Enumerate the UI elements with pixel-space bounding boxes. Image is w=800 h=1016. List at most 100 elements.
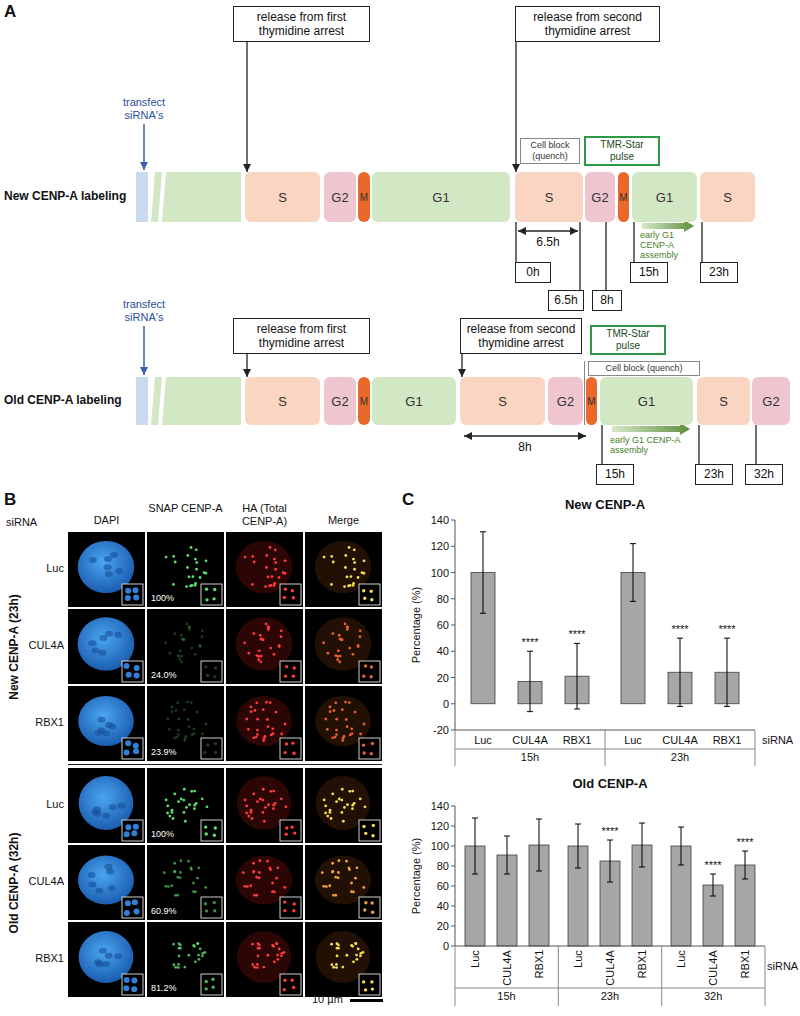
centromere-dot (246, 885, 249, 888)
chromatin-spot (115, 568, 123, 574)
centromere-dot (275, 877, 278, 880)
inset-stain (133, 743, 139, 749)
chromatin-spot (104, 564, 112, 570)
inset-dot (211, 978, 214, 981)
error-cap (527, 711, 533, 712)
inset-stain (124, 910, 130, 916)
inset-frame (201, 897, 222, 918)
centromere-dot (273, 584, 276, 587)
cell-cycle-phase: G2 (548, 377, 583, 425)
figure-label: New CENP-A labeling (4, 189, 126, 203)
centromere-dot (336, 947, 339, 950)
centromere-dot (335, 800, 338, 803)
centromere-dot (173, 792, 176, 795)
centromere-dot (190, 701, 193, 704)
figure-label: 100% (150, 829, 175, 840)
centromere-dot (276, 954, 279, 957)
figure-label: 60 (419, 879, 449, 893)
centromere-dot (178, 947, 181, 950)
figure-label: B (4, 490, 16, 510)
centromere-dot (355, 866, 358, 869)
centromere-dot (168, 815, 171, 818)
centromere-dot (257, 658, 260, 661)
centromere-dot (194, 653, 197, 656)
centromere-dot (359, 629, 362, 632)
inset-dot (205, 587, 208, 590)
centromere-dot (171, 809, 174, 812)
centromere-dot (334, 701, 337, 704)
timeline-g1 (162, 172, 241, 222)
figure-label: 40 (419, 644, 449, 658)
figure-label: 23.9% (150, 747, 178, 758)
inset-stain (132, 899, 138, 905)
centromere-dot (278, 576, 281, 579)
y-axis (455, 806, 456, 946)
centromere-dot (183, 811, 186, 814)
inset-dot (291, 741, 294, 744)
inset-dot (293, 666, 296, 669)
centromere-dot (343, 735, 346, 738)
centromere-dot (188, 576, 191, 579)
error-cap (742, 879, 748, 880)
chromatin-spot (95, 730, 103, 736)
inset-dot (371, 911, 374, 914)
figure-label: early G1 CENP-A assembly (610, 435, 694, 455)
error-cap (480, 531, 486, 532)
centromere-dot (334, 654, 337, 657)
figure-label: 15h (455, 751, 605, 764)
inset-stain (125, 595, 131, 601)
figure-label: **** (697, 859, 729, 872)
inset-frame (280, 661, 301, 682)
centromere-dot (269, 790, 272, 793)
inset-stain (133, 594, 139, 600)
node-text: G1 (432, 190, 449, 205)
node-text: M (619, 192, 627, 203)
centromere-dot (348, 790, 351, 793)
figure-label: **** (557, 628, 597, 641)
centromere-dot (251, 583, 254, 586)
centromere-dot (265, 554, 268, 557)
centromere-dot (179, 871, 182, 874)
centromere-dot (191, 584, 194, 587)
centromere-dot (344, 701, 347, 704)
figure-label: Luc (675, 950, 687, 968)
node-text: S (278, 394, 287, 409)
figure-label: A (4, 2, 16, 22)
node-text: 23h (696, 467, 732, 482)
figure-label: RBX1 (20, 716, 64, 728)
inset-dot (284, 833, 287, 836)
centromere-dot (350, 727, 353, 730)
inset-dot (371, 834, 374, 837)
centromere-dot (351, 804, 354, 807)
inset-dot (284, 674, 287, 677)
centromere-dot (330, 817, 333, 820)
error-bar (633, 544, 634, 602)
inset-dot (371, 987, 374, 990)
error-cap (504, 874, 510, 875)
error-bar (507, 836, 508, 874)
connector (701, 222, 702, 262)
connector (633, 222, 634, 262)
centromere-dot (357, 576, 360, 579)
centromere-dot (336, 955, 339, 958)
centromere-dot (192, 727, 195, 730)
centromere-dot (335, 729, 338, 732)
centromere-dot (201, 797, 204, 800)
micrograph-frame (68, 686, 145, 761)
inset-frame (359, 661, 380, 682)
centromere-dot (177, 718, 180, 721)
inset-dot (371, 742, 374, 745)
micrograph-frame (305, 845, 382, 920)
centromere-dot (176, 654, 179, 657)
centromere-dot (342, 820, 345, 823)
inset-dot (370, 589, 373, 592)
centromere-dot (166, 718, 169, 721)
chromatin-spot (105, 571, 113, 577)
centromere-dot (324, 805, 327, 808)
centromere-dot (335, 733, 338, 736)
inset-stain (131, 830, 137, 836)
event-box: release from first thymidine arrest (233, 6, 370, 42)
inset-dot (213, 588, 216, 591)
centromere-dot (188, 626, 191, 629)
figure-label: siRNA (6, 516, 37, 528)
